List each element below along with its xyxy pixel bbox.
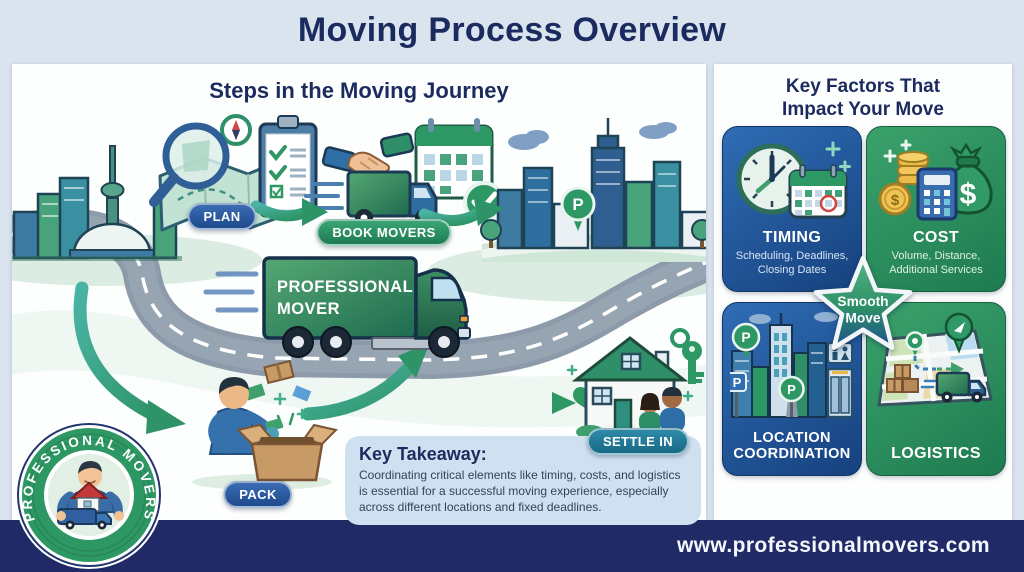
arrow-to-pack	[73, 281, 163, 423]
arrow-to-house	[552, 392, 576, 414]
truck-label-line1: PROFESSIONAL	[277, 278, 413, 296]
coin-dollar-sign: $	[891, 192, 900, 209]
booking-calendar-icon	[414, 118, 494, 200]
parking-pin-icon: P	[560, 186, 596, 231]
flow-arrows	[73, 198, 603, 434]
factor-subtitle-timing: Scheduling, Deadlines, Closing Dates	[735, 250, 849, 277]
destination-city-skyline: P	[480, 118, 706, 262]
boxes-icon	[886, 364, 919, 393]
coin-icon: $	[878, 182, 912, 216]
factors-title-line1: Key Factors That	[785, 76, 941, 97]
step-pill-plan: PLAN	[187, 203, 257, 230]
moving-truck: PROFESSIONAL MOVER	[203, 256, 471, 358]
family-icon	[639, 387, 685, 432]
factor-card-timing: TIMING Scheduling, Deadlines, Closing Da…	[722, 126, 862, 292]
dome-stadium-icon	[69, 222, 155, 259]
bag-dollar-sign: $	[960, 178, 977, 211]
tree-icon	[480, 219, 706, 248]
magnifier-icon	[149, 122, 230, 207]
page-title: Moving Process Overview	[297, 11, 727, 49]
map-pin-icon	[905, 331, 925, 356]
step-label-book-movers: BOOK MOVERS	[332, 225, 436, 240]
svg-text:P: P	[787, 382, 796, 397]
factors-panel: Key Factors That Impact Your Move	[714, 64, 1012, 520]
checklist-clipboard-icon	[258, 115, 318, 218]
factors-panel-title: Key Factors That Impact Your Move	[714, 76, 1012, 122]
factor-name-cost: COST	[912, 229, 960, 246]
parking-letter: P	[572, 195, 583, 214]
bottom-bar: www.professionalmovers.com	[0, 520, 1024, 572]
arrow-book-to-city	[418, 206, 486, 226]
step-label-settle-in: SETTLE IN	[602, 434, 674, 449]
cost-money-icon: $	[878, 139, 993, 221]
factor-card-cost: $	[866, 126, 1006, 292]
logistics-map-icon	[877, 312, 993, 407]
open-box-icon	[236, 423, 338, 482]
steps-panel: Steps in the Moving Journey	[12, 64, 706, 526]
star-text-line2: Move	[845, 310, 881, 325]
star-text-line1: Smooth	[837, 294, 888, 309]
logo-icon: PROFESSIONAL MOVERS	[15, 421, 163, 569]
location-city-icon: P P P	[730, 312, 854, 419]
step-label-plan: PLAN	[203, 209, 241, 224]
svg-text:P: P	[733, 375, 742, 390]
journey-illustration: P PROFESSIO	[12, 114, 706, 490]
arrow-plan-to-book	[250, 200, 312, 222]
truck-wheels	[282, 326, 460, 358]
key-icon	[670, 328, 704, 384]
factor-name-location-coordination: LOCATION COORDINATION	[733, 429, 851, 463]
factor-name-timing: TIMING	[762, 229, 822, 246]
factor-name-logistics: LOGISTICS	[891, 444, 981, 462]
cloud-icon	[508, 122, 677, 150]
step-pill-settle-in: SETTLE IN	[586, 428, 690, 455]
mover-mascot-icon	[56, 461, 124, 530]
elevator-icon	[826, 367, 854, 419]
pack-icons	[192, 359, 338, 490]
key-takeaway-heading: Key Takeaway:	[359, 444, 487, 464]
truck-label-line2: MOVER	[277, 300, 340, 318]
arrow-pack-to-settle	[301, 355, 421, 421]
step-label-pack: PACK	[239, 487, 277, 502]
company-logo-badge: PROFESSIONAL MOVERS	[14, 420, 164, 570]
star-icon	[813, 255, 913, 351]
compass-icon	[220, 114, 252, 146]
flying-box-icon	[263, 359, 295, 385]
steps-panel-title: Steps in the Moving Journey	[209, 78, 509, 103]
smooth-move-star-badge: Smooth Move	[808, 249, 918, 359]
website-link[interactable]: www.professionalmovers.com	[676, 534, 990, 557]
parking-pin-green-icon: P	[731, 322, 761, 358]
route-path	[913, 347, 936, 371]
key-takeaway-body: Coordinating critical elements like timi…	[359, 468, 681, 514]
timing-clock-calendar-icon	[736, 141, 851, 219]
navigation-pin-icon	[944, 312, 974, 354]
factor-subtitle-cost: Volume, Distance, Additional Services	[889, 250, 983, 277]
factors-title-line2: Impact Your Move	[782, 98, 944, 120]
calculator-icon	[916, 167, 958, 221]
step-pill-pack: PACK	[223, 481, 293, 508]
parking-sign-icon: P	[730, 372, 747, 417]
delivery-truck-icon	[920, 371, 987, 403]
settle-in-icons	[566, 328, 704, 439]
step-pill-book-movers: BOOK MOVERS	[316, 219, 452, 246]
parking-sign-round-icon: P	[778, 375, 805, 417]
svg-text:P: P	[741, 329, 750, 345]
